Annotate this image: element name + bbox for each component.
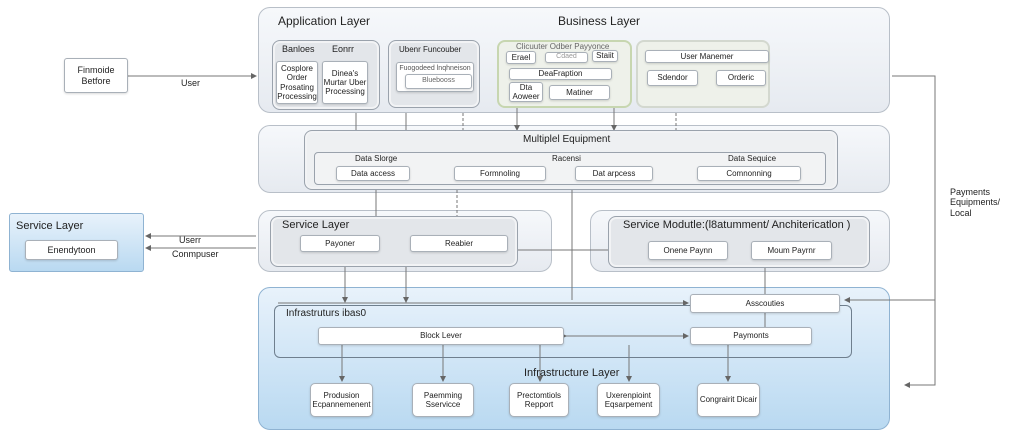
infra-inner-title: Infrastruturs ibas0: [286, 308, 367, 319]
staiit-box[interactable]: Staiit: [592, 50, 618, 62]
dat-arpcess-box[interactable]: Dat arpcess: [575, 166, 653, 181]
service-mid-title: Service Layer: [282, 219, 350, 231]
comnonning-box[interactable]: Comnonning: [697, 166, 801, 181]
racensi-label: Racensi: [552, 154, 581, 163]
infra-layer-title: Infrastructure Layer: [524, 367, 620, 379]
user-manemer-box[interactable]: User Manemer: [645, 50, 769, 63]
group1-header-2: Eonrr: [332, 44, 355, 54]
service-left-item[interactable]: Enendytoon: [25, 240, 118, 260]
data-access-box[interactable]: Data access: [336, 166, 410, 181]
sdendor-box[interactable]: Sdendor: [647, 70, 698, 86]
group1-header-1: Banloes: [282, 44, 315, 54]
right-label: Payments Equipments/ Local: [950, 187, 1001, 218]
application-layer-title: Application Layer: [278, 14, 371, 28]
cdaed-box[interactable]: Cdaed: [545, 52, 588, 63]
business-layer-title: Business Layer: [558, 14, 641, 28]
infra-inner: [274, 305, 852, 358]
block-lever-box[interactable]: Block Lever: [318, 327, 564, 345]
group3-header: Clicuuter Odber Payyonce: [516, 42, 610, 51]
paemming-box[interactable]: Paemming Sservicce: [412, 383, 474, 417]
moum-payrnr-box[interactable]: Moum Payrnr: [751, 241, 832, 260]
congrairit-box[interactable]: Congrairit Dicair: [697, 383, 760, 417]
equipment-title: Multiplel Equipment: [523, 134, 611, 145]
service-modules-title: Service Modutle:(l8atumment/ Anchiterica…: [623, 219, 851, 231]
service-layer-left-title: Service Layer: [16, 220, 84, 232]
group2-title: Ubenr Funcouber: [399, 45, 462, 54]
matiner-box[interactable]: Matiner: [549, 85, 610, 100]
orderic-box[interactable]: Orderic: [716, 70, 766, 86]
group2-inner-label: Fuogodeed lnqhneison: [399, 65, 471, 72]
onene-paynn-box[interactable]: Onene Paynn: [648, 241, 728, 260]
order-processing-box[interactable]: Cosplore Order Prosating Processing: [276, 61, 318, 104]
user-processing-box[interactable]: Dinea's Murtar Uber Processing: [322, 61, 368, 104]
produsion-box[interactable]: Produsion Ecpannemenent: [310, 383, 373, 417]
bluebooss-box[interactable]: Bluebooss: [405, 74, 472, 89]
payoner-box[interactable]: Payoner: [300, 235, 380, 252]
paymonts-box[interactable]: Paymonts: [690, 327, 812, 345]
data-sequice-label: Data Sequice: [728, 154, 777, 163]
arrow-label-userr: Userr: [179, 235, 201, 245]
external-system-box[interactable]: Finmoide Betfore: [64, 58, 128, 93]
user-arrow-label: User: [181, 78, 201, 88]
dta-aoweer-box[interactable]: Dta Aoweer: [509, 82, 543, 102]
erael-box[interactable]: Erael: [506, 51, 536, 64]
asscouties-box[interactable]: Asscouties: [690, 294, 840, 313]
data-storage-label: Data Slorge: [355, 154, 398, 163]
reabier-box[interactable]: Reabier: [410, 235, 508, 252]
deafraption-box[interactable]: DeaFraption: [509, 68, 612, 80]
prectomtiols-box[interactable]: Prectomtiols Repport: [509, 383, 569, 417]
formnoling-box[interactable]: Formnoling: [454, 166, 546, 181]
arrow-label-conmpuser: Conmpuser: [172, 249, 219, 259]
uxerenpioint-box[interactable]: Uxerenpioint Eqsarpement: [597, 383, 660, 417]
